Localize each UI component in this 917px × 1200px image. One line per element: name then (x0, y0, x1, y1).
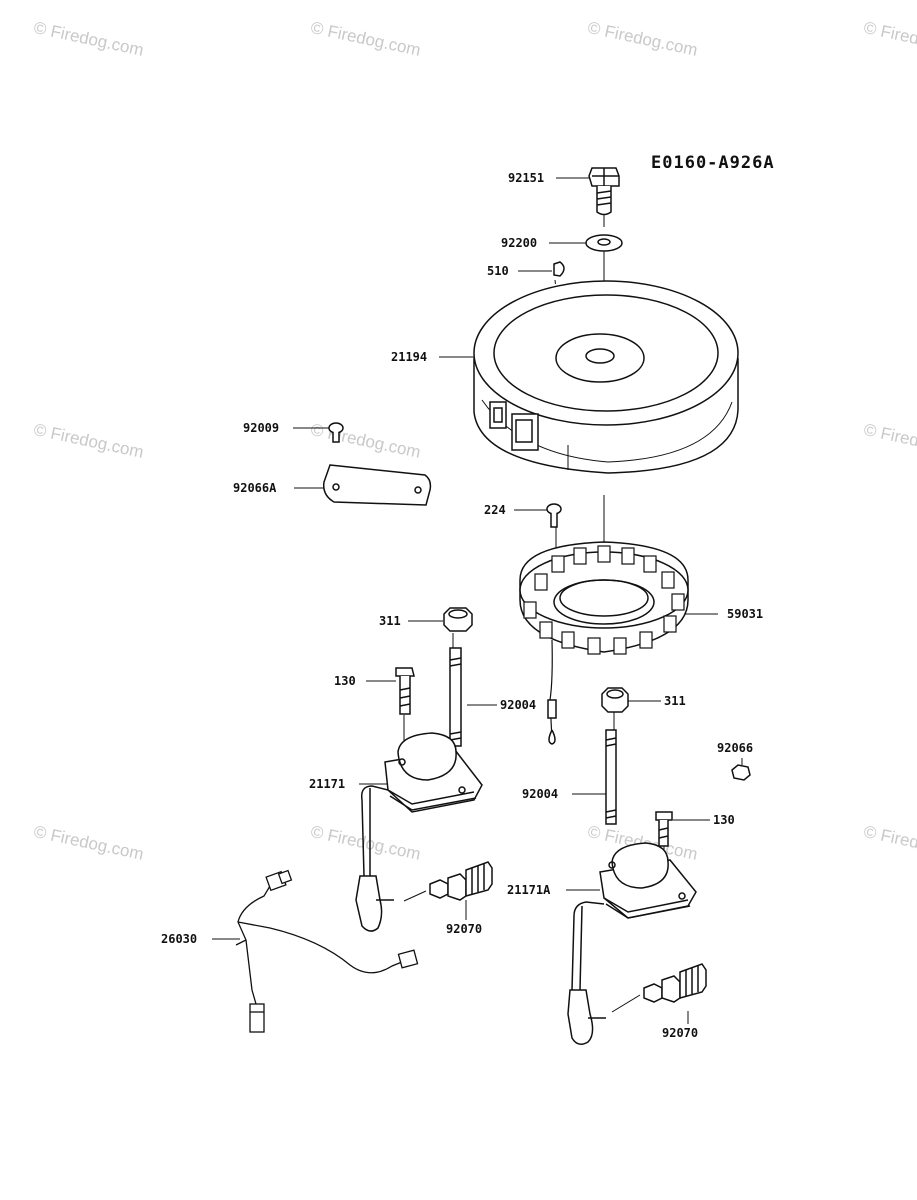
part-label-26030[interactable]: 26030 (161, 932, 198, 946)
part-label-92151[interactable]: 92151 (508, 171, 545, 185)
screw-224-icon (546, 503, 562, 528)
stud-92004-left-icon (449, 647, 462, 747)
spark-plug-92070-right-icon (643, 963, 707, 1003)
leader-lines (212, 177, 743, 1024)
screw-92009-icon (328, 422, 344, 443)
part-label-92004-right[interactable]: 92004 (522, 787, 559, 801)
part-label-92009[interactable]: 92009 (243, 421, 280, 435)
part-label-92070-right[interactable]: 92070 (662, 1026, 699, 1040)
stator-59031-icon (519, 541, 689, 745)
part-label-311-right[interactable]: 311 (664, 694, 686, 708)
part-label-311-left[interactable]: 311 (379, 614, 401, 628)
nut-311-left-icon (443, 607, 473, 632)
part-label-92070-left[interactable]: 92070 (446, 922, 483, 936)
bolt-92151-icon (588, 167, 620, 216)
ignition-coil-21171-icon (355, 732, 483, 932)
nut-92066-icon (731, 764, 751, 781)
part-label-92200[interactable]: 92200 (501, 236, 538, 250)
bolt-130-right-icon (655, 811, 673, 847)
nut-311-right-icon (601, 687, 629, 713)
part-label-92066A[interactable]: 92066A (233, 481, 277, 495)
part-label-21171[interactable]: 21171 (309, 777, 346, 791)
part-label-510[interactable]: 510 (487, 264, 509, 278)
key-510-icon (553, 261, 565, 277)
ignition-coil-21171A-icon (567, 842, 697, 1045)
washer-92200-icon (585, 234, 623, 252)
part-label-59031[interactable]: 59031 (727, 607, 764, 621)
part-label-130-left[interactable]: 130 (334, 674, 356, 688)
bolt-130-left-icon (395, 667, 415, 715)
wire-harness-26030-icon (235, 869, 419, 1033)
diagram-code: E0160-A926A (651, 153, 775, 173)
plate-92066A-icon (322, 464, 432, 506)
flywheel-21194-icon (473, 280, 739, 474)
part-label-21194[interactable]: 21194 (391, 350, 428, 364)
stud-92004-right-icon (605, 729, 617, 825)
part-label-92066[interactable]: 92066 (717, 741, 754, 755)
part-label-130-right[interactable]: 130 (713, 813, 735, 827)
part-label-224[interactable]: 224 (484, 503, 506, 517)
part-label-21171A[interactable]: 21171A (507, 883, 551, 897)
spark-plug-92070-left-icon (429, 861, 493, 901)
part-label-92004-left[interactable]: 92004 (500, 698, 537, 712)
